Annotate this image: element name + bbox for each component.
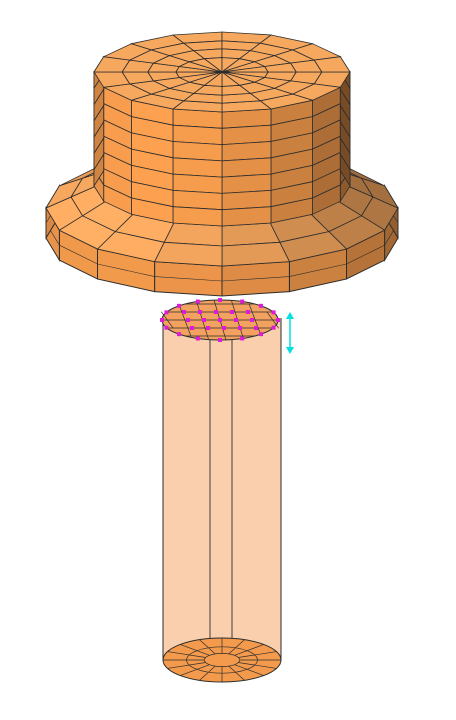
bottom-face-radial [234,664,264,676]
bottom-face-radial [228,639,245,655]
bottom-face-ring [203,653,241,667]
selected-node [271,310,276,315]
flange-side-division [221,276,290,282]
flange-top-panel [153,241,223,267]
flange-side-division [154,276,223,282]
selected-node [218,318,222,322]
selected-node [164,310,169,315]
selected-node [222,326,226,330]
selected-node [182,310,186,314]
cap-side-panel [93,153,105,188]
selected-node [164,325,169,330]
cap-side-wall[interactable] [93,55,351,227]
double-arrow-icon[interactable] [286,312,294,354]
bottom-face-radial [228,665,245,681]
shaft-body [163,318,281,660]
selected-node [198,310,202,314]
selected-node [234,318,238,322]
selected-node [160,318,164,322]
selected-node [250,318,254,322]
selected-node [276,318,280,322]
shaft-bottom-face[interactable] [162,637,282,683]
cap-side-panel [339,153,351,188]
bottom-face-radial [238,651,277,658]
bottom-face-radial [167,662,206,669]
selected-node [214,310,218,314]
bottom-face-radial [199,665,216,681]
flange-top-panel [221,241,291,267]
selected-node [206,326,210,330]
cap-top-panel [221,66,269,73]
selected-node [176,303,181,308]
flange-side-division [97,263,155,277]
selected-node [271,325,276,330]
flange-side-division [346,244,385,265]
flange-side-division [59,244,98,265]
bottom-face-ring [186,646,258,674]
selected-node [240,336,245,341]
selected-node [195,299,200,304]
manipulator-arrowhead-down [286,347,294,354]
cap-side-panel [172,206,223,227]
cap-top-face[interactable] [93,31,351,113]
selected-node [202,318,206,322]
selected-node [190,326,194,330]
selected-face-nodes[interactable] [160,298,280,342]
selected-node [259,332,264,337]
bottom-face-radial [167,651,206,658]
transparent-shaft[interactable] [162,318,282,682]
selected-node [259,303,264,308]
bottom-face-radial [180,664,210,676]
bottom-face-radial [238,662,277,669]
selected-node [240,299,245,304]
manipulator-arrowhead-up [286,312,294,319]
selected-node [218,338,222,342]
selected-node [218,298,222,302]
bottom-face-radial [234,644,264,656]
bottom-face-radial [199,639,216,655]
selected-node [176,332,181,337]
selected-node [195,336,200,341]
selected-node [186,318,190,322]
selected-node [254,326,258,330]
bottom-face-radial [180,644,210,656]
flange-side-division [289,263,347,277]
selected-node [246,310,250,314]
selected-node [238,326,242,330]
selected-node [230,310,234,314]
flange-top-panel [360,177,399,209]
cap-side-panel [221,206,272,227]
